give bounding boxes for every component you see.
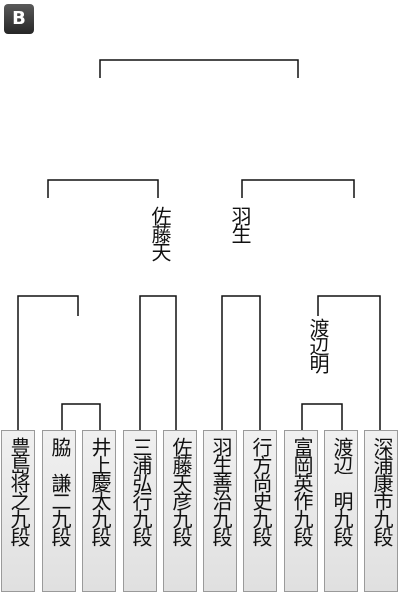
winner-label-round1-right: 渡辺明 xyxy=(304,318,332,372)
player-name: 井上慶太九段 xyxy=(88,437,112,545)
final-bracket-line xyxy=(99,59,299,78)
player-name: 渡辺 明九段 xyxy=(330,437,354,545)
player-card-watanabe[interactable]: 渡辺 明九段 xyxy=(324,430,358,592)
player-card-toyoshima[interactable]: 豊島将之九段 xyxy=(1,430,35,592)
bracket-waki-inoue xyxy=(61,403,101,430)
player-card-sato[interactable]: 佐藤天彦九段 xyxy=(163,430,197,592)
player-card-inoue[interactable]: 井上慶太九段 xyxy=(82,430,116,592)
player-name: 富岡英作九段 xyxy=(290,437,314,545)
bracket-habu-namekata xyxy=(221,295,261,430)
player-name: 豊島将之九段 xyxy=(7,437,31,545)
player-name: 脇 謙二九段 xyxy=(48,437,72,545)
player-card-namekata[interactable]: 行方尚史九段 xyxy=(243,430,277,592)
winner-label-left-semifinal: 佐藤天 xyxy=(146,206,174,260)
bracket-tomioka-group xyxy=(317,295,381,430)
bracket-tomioka-watanabe xyxy=(301,403,343,430)
player-card-habu[interactable]: 羽生善治九段 xyxy=(203,430,237,592)
right-semifinal-line xyxy=(241,179,355,198)
player-name: 行方尚史九段 xyxy=(249,437,273,545)
player-card-tomioka[interactable]: 富岡英作九段 xyxy=(284,430,318,592)
bracket-miura-sato xyxy=(139,295,177,430)
player-card-waki[interactable]: 脇 謙二九段 xyxy=(42,430,76,592)
left-semifinal-line xyxy=(47,179,159,198)
player-name: 深浦康市九段 xyxy=(370,437,394,545)
block-badge: B xyxy=(4,4,34,34)
player-name: 三浦弘行九段 xyxy=(129,437,153,545)
winner-label-right-semifinal: 羽生 xyxy=(226,206,254,242)
player-name: 佐藤天彦九段 xyxy=(169,437,193,545)
player-card-fukaura[interactable]: 深浦康市九段 xyxy=(364,430,398,592)
player-card-miura[interactable]: 三浦弘行九段 xyxy=(123,430,157,592)
player-name: 羽生善治九段 xyxy=(209,437,233,545)
bracket-toyoshima-group xyxy=(17,295,79,430)
